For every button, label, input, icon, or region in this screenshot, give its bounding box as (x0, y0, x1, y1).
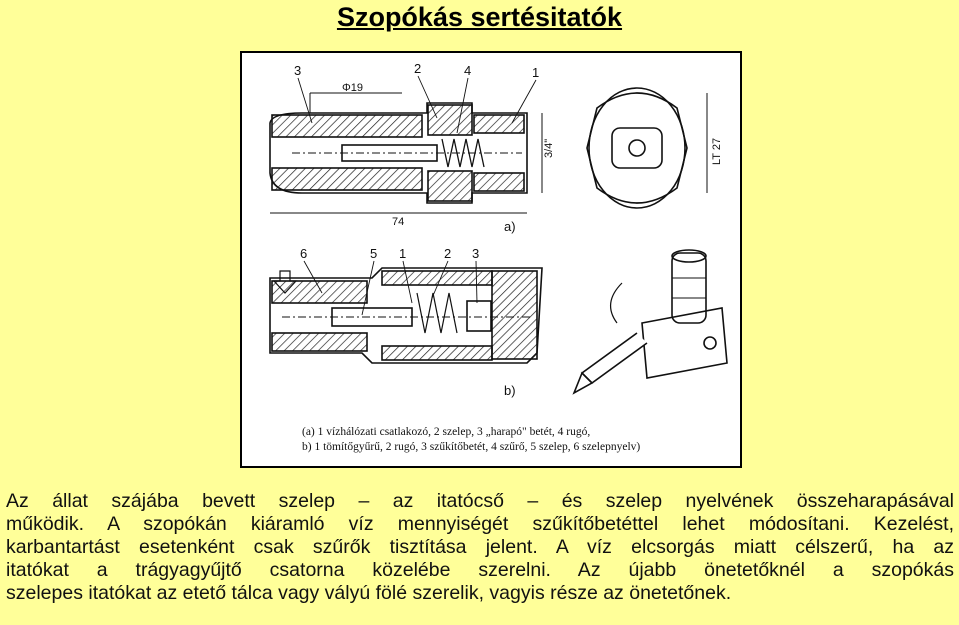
dimension-length: 74 (392, 216, 404, 228)
dimension-diameter: Φ19 (342, 82, 363, 94)
dimension-lt27: LT 27 (711, 138, 723, 165)
part-label-b-2: 5 (370, 246, 377, 261)
perspective-view (572, 249, 728, 395)
view-a-section (269, 92, 543, 214)
part-label-a-2: 2 (414, 61, 421, 76)
caption-line-1: (a) 1 vízhálózati csatlakozó, 2 szelep, … (302, 426, 591, 438)
part-label-a-4: 1 (532, 65, 539, 80)
page-title: Szopókás sertésitatók (336, 2, 623, 32)
technical-drawing-figure: Φ19 74 3/4" 3 2 4 1 LT 27 a) (240, 51, 742, 468)
part-label-b-4: 2 (444, 246, 451, 261)
part-label-b-1: 6 (300, 246, 307, 261)
paragraph-line-5: szelepes itatókat az etető tálca vagy vá… (6, 582, 732, 604)
part-label-a-3: 4 (464, 63, 471, 78)
dimension-thread: 3/4" (543, 139, 555, 158)
paragraph-line-1: Az állat szájába bevett szelep – az itat… (6, 490, 954, 512)
part-label-b-5: 3 (472, 246, 479, 261)
caption-line-2: b) 1 tömítőgyűrű, 2 rugó, 3 szűkítőbetét… (302, 441, 641, 453)
description-paragraph: Az állat szájába bevett szelep – az itat… (6, 490, 954, 605)
leader-lines-b (303, 260, 478, 316)
part-label-a-1: 3 (294, 63, 301, 78)
view-b-section (269, 267, 543, 364)
paragraph-line-3: karbantartást esetenként csak szűrők tis… (6, 536, 954, 558)
leader-lines-a (297, 75, 537, 134)
view-a-label: a) (504, 219, 516, 234)
drawing-svg: Φ19 74 3/4" 3 2 4 1 LT 27 a) (269, 61, 728, 453)
part-label-b-3: 1 (399, 246, 406, 261)
paragraph-line-4: itatókat a trágyagyűjtő csatorna közeléb… (6, 559, 954, 581)
view-b-label: b) (504, 383, 516, 398)
paragraph-line-2: működik. A szopókán kiáramló víz mennyis… (6, 513, 954, 535)
view-a-side (586, 87, 708, 209)
